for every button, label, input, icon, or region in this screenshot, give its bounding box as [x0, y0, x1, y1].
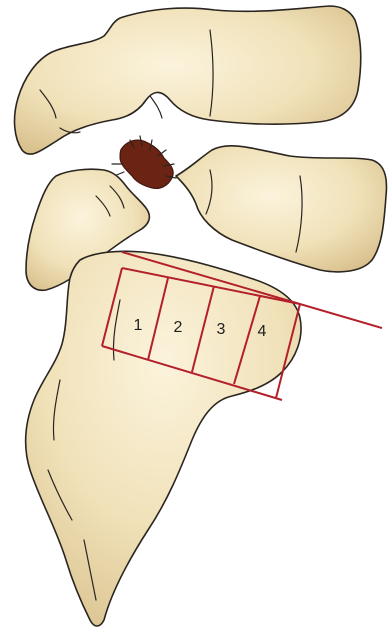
zone-label-4: 4 — [258, 323, 267, 340]
zone-label-2: 2 — [174, 319, 183, 336]
lower-vertebra — [176, 146, 386, 272]
zone-label-3: 3 — [217, 321, 226, 338]
sacrum — [26, 251, 301, 626]
upper-vertebra — [15, 6, 361, 154]
zone-label-1: 1 — [134, 317, 143, 334]
